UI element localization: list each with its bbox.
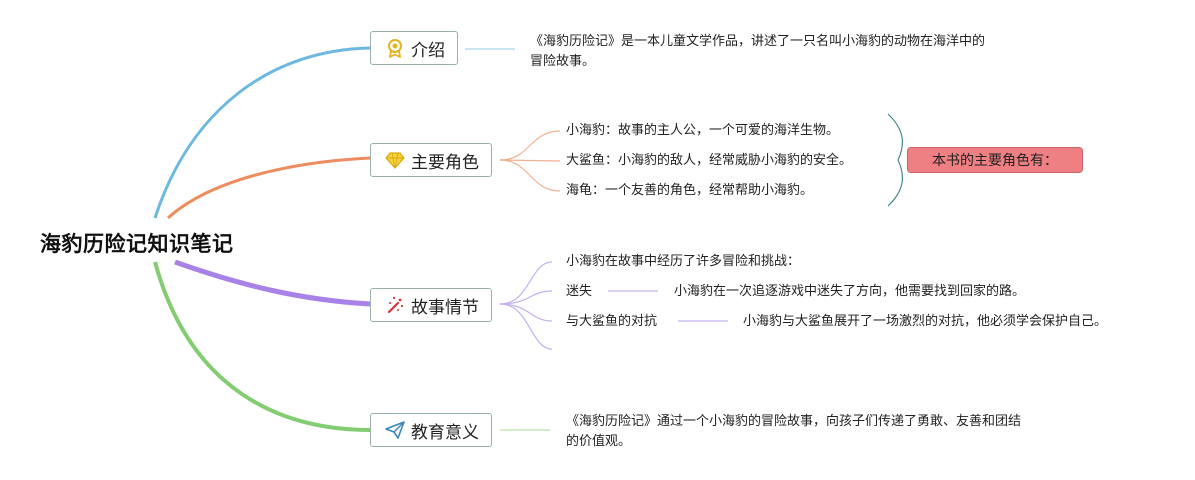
- plot-event-1-detail[interactable]: 小海豹在一次追逐游戏中迷失了方向，他需要找到回家的路。: [674, 284, 1026, 299]
- plot-event-2-detail[interactable]: 小海豹与大鲨鱼展开了一场激烈的对抗，他必须学会保护自己。: [743, 314, 1108, 329]
- meaning-text-line-2: 的价值观。: [566, 434, 632, 449]
- char-connector-2: [499, 159, 561, 162]
- root-topic[interactable]: 海豹历险记知识笔记: [40, 232, 234, 256]
- plot-intro[interactable]: 小海豹在故事中经历了许多冒险和挑战：: [566, 254, 801, 269]
- meaning-text-line-1: 《海豹历险记》通过一个小海豹的冒险故事，向孩子们传递了勇敢、友善和团结: [566, 414, 1022, 429]
- topic-intro[interactable]: 介绍: [370, 31, 458, 65]
- plot-event-2-label[interactable]: 与大鲨鱼的对抗: [566, 314, 658, 329]
- award-ribbon-icon: [385, 38, 405, 58]
- topic-plot[interactable]: 故事情节: [370, 288, 492, 322]
- branch-plot: [174, 259, 371, 307]
- topic-intro-label: 介绍: [411, 40, 445, 61]
- character-item-1[interactable]: 小海豹：故事的主人公，一个可爱的海洋生物。: [566, 123, 840, 138]
- character-item-3[interactable]: 海龟：一个友善的角色，经常帮助小海豹。: [566, 183, 814, 198]
- branch-characters: [166, 156, 371, 220]
- plot-connector-0: [499, 261, 553, 305]
- summary-bracket: [887, 113, 903, 207]
- char-connector-3: [499, 159, 561, 192]
- plot-event-1-label[interactable]: 迷失: [566, 284, 593, 299]
- diamond-icon: [385, 150, 405, 170]
- topic-meaning[interactable]: 教育意义: [370, 413, 492, 447]
- intro-text[interactable]: 《海豹历险记》是一本儿童文学作品，讲述了一只名叫小海豹的动物在海洋中的 冒险故事…: [530, 32, 985, 72]
- topic-characters-label: 主要角色: [411, 152, 479, 173]
- sparkle-icon: [385, 295, 405, 315]
- paper-plane-icon: [385, 420, 405, 440]
- character-item-2[interactable]: 大鲨鱼：小海豹的敌人，经常威胁小海豹的安全。: [566, 153, 853, 168]
- intro-text-line-1: 《海豹历险记》是一本儿童文学作品，讲述了一只名叫小海豹的动物在海洋中的: [530, 34, 986, 49]
- topic-meaning-label: 教育意义: [411, 422, 479, 443]
- plot-connector-3: [499, 303, 553, 350]
- plot-connector-1: [499, 290, 553, 305]
- meaning-text[interactable]: 《海豹历险记》通过一个小海豹的冒险故事，向孩子们传递了勇敢、友善和团结 的价值观…: [566, 412, 1021, 452]
- char-connector-1: [499, 130, 561, 161]
- topic-plot-label: 故事情节: [411, 297, 479, 318]
- topic-characters[interactable]: 主要角色: [370, 143, 492, 177]
- characters-summary[interactable]: 本书的主要角色有：: [907, 147, 1083, 173]
- branch-meaning: [153, 261, 371, 432]
- plot-connector-2: [499, 303, 553, 322]
- intro-text-line-2: 冒险故事。: [530, 54, 596, 69]
- branch-intro: [153, 46, 371, 219]
